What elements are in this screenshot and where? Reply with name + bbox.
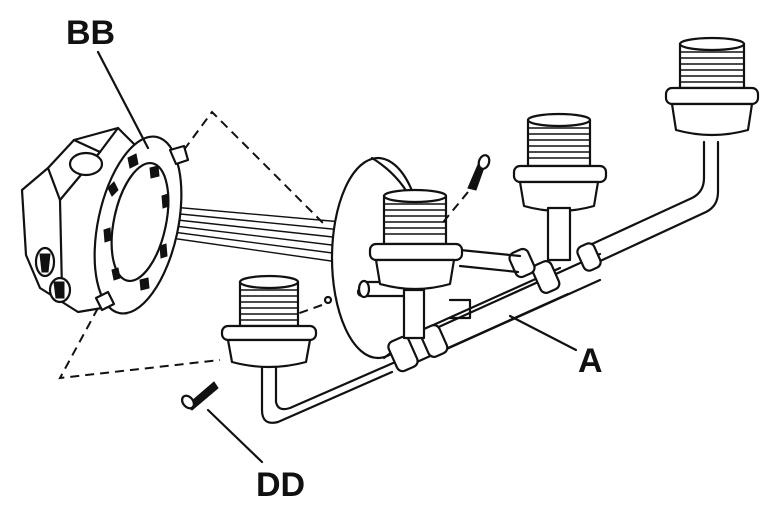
screw [439, 154, 491, 227]
mounting-bracket [93, 135, 190, 315]
canopy-screw-hole [323, 295, 333, 305]
socket [368, 188, 464, 291]
wire-bundle [149, 204, 343, 263]
knockout-hole [68, 151, 104, 177]
socket [512, 112, 608, 262]
socket-stem [546, 206, 572, 262]
callout-a: A [578, 342, 603, 380]
tube-coupler [508, 247, 536, 279]
center-stem [402, 288, 426, 340]
bracket-tab [94, 290, 116, 312]
socket [220, 274, 318, 369]
tube-coupler [387, 335, 419, 373]
callout-bb: BB [66, 14, 115, 52]
tube-coupler [531, 260, 561, 294]
screw [180, 381, 219, 411]
bracket-tab [168, 144, 190, 166]
tube-coupler [576, 242, 602, 272]
socket [664, 36, 760, 137]
leader-lines [96, 50, 578, 464]
tube-coupler [419, 324, 449, 358]
callout-dd: DD [256, 466, 305, 504]
arm-assembly [260, 140, 720, 424]
